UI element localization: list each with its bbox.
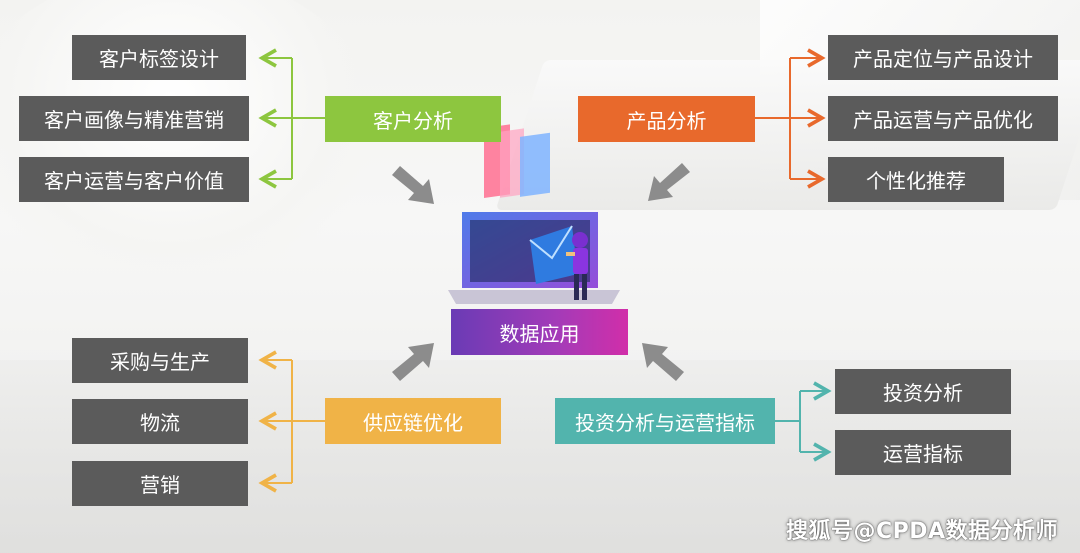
- product-analysis-box: 产品分析: [578, 96, 755, 142]
- customer-analysis-box: 客户分析: [325, 96, 501, 142]
- watermark: 搜狐号@CPDA数据分析师: [785, 519, 1058, 544]
- customer-item-tag-design: 客户标签设计: [72, 35, 246, 80]
- supply-item-logistics: 物流: [72, 399, 248, 444]
- supply-item-procurement-production: 采购与生产: [72, 338, 248, 383]
- investment-operation-metrics-box: 投资分析与运营指标: [555, 398, 775, 444]
- arrow-product-to-center: [648, 163, 690, 201]
- investment-item-investment-analysis: 投资分析: [835, 369, 1011, 414]
- product-item-operation-optimization: 产品运营与产品优化: [828, 96, 1058, 141]
- customer-connectors: [258, 48, 325, 189]
- arrow-customer-to-center: [392, 166, 434, 204]
- supply-connectors: [258, 350, 325, 493]
- investment-item-operation-metrics: 运营指标: [835, 430, 1011, 475]
- supply-item-marketing: 营销: [72, 461, 248, 506]
- investment-connectors: [775, 381, 832, 462]
- product-connectors: [755, 48, 826, 189]
- customer-item-operation-value: 客户运营与客户价值: [19, 157, 249, 202]
- supply-chain-optimization-box: 供应链优化: [325, 398, 501, 444]
- data-application-box: 数据应用: [451, 309, 628, 355]
- arrow-supply-to-center: [392, 343, 434, 381]
- arrow-investment-to-center: [642, 343, 684, 381]
- customer-item-portrait-marketing: 客户画像与精准营销: [19, 96, 249, 141]
- product-item-personalized-recommendation: 个性化推荐: [828, 157, 1004, 202]
- product-item-positioning-design: 产品定位与产品设计: [828, 35, 1058, 80]
- data-laptop-illustration: [448, 124, 620, 304]
